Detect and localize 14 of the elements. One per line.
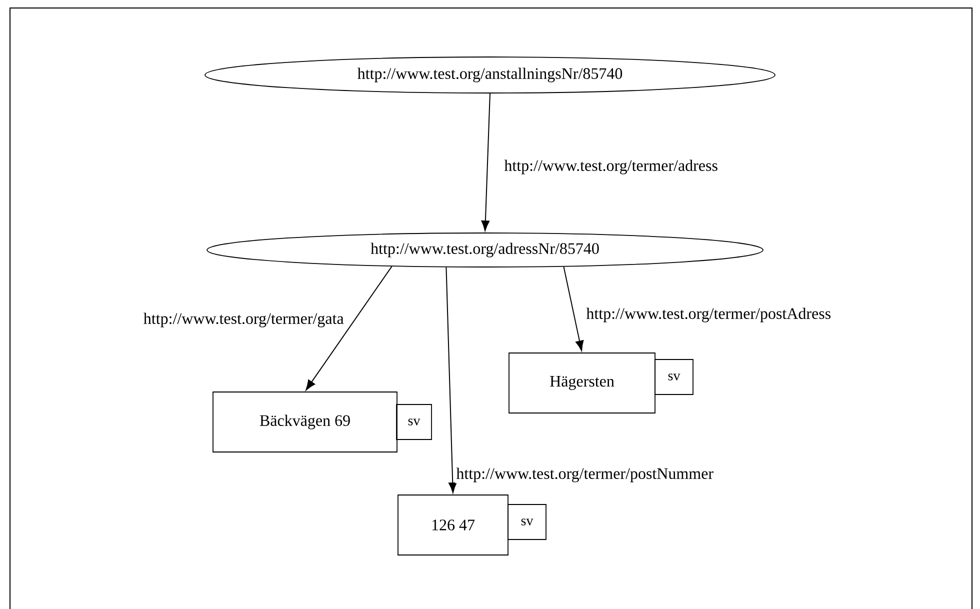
arrow <box>563 266 584 352</box>
language-tag-box: sv <box>396 404 432 440</box>
edge-label: http://www.test.org/termer/adress <box>503 158 719 176</box>
arrow <box>481 92 490 231</box>
literal-box: Hägersten <box>508 352 656 414</box>
arrow <box>306 266 392 390</box>
arrow <box>446 266 457 493</box>
language-tag-box: sv <box>508 504 546 540</box>
edge-label: http://www.test.org/termer/postAdress <box>585 306 832 324</box>
literal-box: Bäckvägen 69 <box>212 392 398 452</box>
edge-label: http://www.test.org/termer/postNummer <box>455 466 714 484</box>
literal-box: 126 47 <box>398 494 508 556</box>
edge-label: http://www.test.org/termer/gata <box>142 312 345 328</box>
language-tag-box: sv <box>654 359 694 395</box>
